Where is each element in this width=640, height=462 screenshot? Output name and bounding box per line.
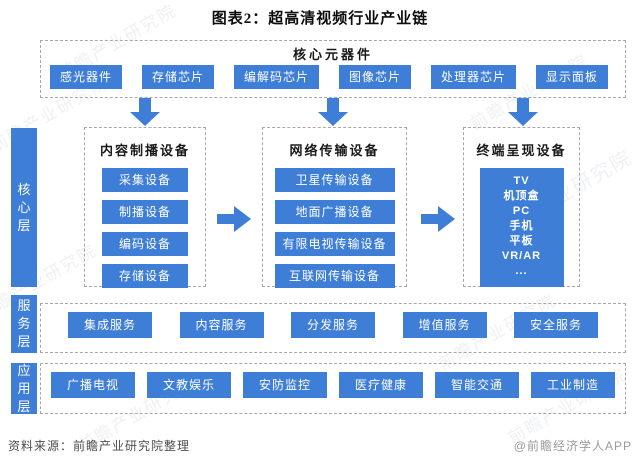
- application-layer-row: 广播电视 文教娱乐 安防监控 医疗健康 智能交通 工业制造: [40, 372, 626, 398]
- group-items: 采集设备 制播设备 编码设备 存储设备: [85, 168, 205, 288]
- right-arrow-icon: [421, 206, 455, 232]
- terminal-device-line: 手机: [509, 220, 534, 232]
- core-chip: 图像芯片: [338, 65, 411, 89]
- core-chip: 存储芯片: [141, 65, 214, 89]
- device-node: 有限电视传输设备: [274, 232, 395, 256]
- core-components-header: 核心元器件: [292, 47, 373, 62]
- device-node: 制播设备: [102, 200, 188, 224]
- service-node: 增值服务: [402, 312, 487, 338]
- group-network-transmission: 网络传输设备 卫星传输设备 地面广播设备 有限电视传输设备 互联网传输设备: [262, 127, 407, 288]
- service-layer-row: 集成服务 内容服务 分发服务 增值服务 安全服务: [40, 312, 626, 338]
- group-header: 内容制播设备: [99, 143, 190, 158]
- layer-bar-application: 应用层: [11, 363, 37, 414]
- service-node: 集成服务: [68, 312, 152, 338]
- device-node: 采集设备: [102, 168, 188, 192]
- application-node: 安防监控: [243, 372, 327, 398]
- right-arrow-icon: [217, 206, 251, 232]
- terminal-device-line: VR/AR: [501, 250, 542, 262]
- core-components-row: 感光器件 存储芯片 编解码芯片 图像芯片 处理器芯片 显示面板: [50, 65, 608, 89]
- terminal-device-line: TV: [513, 175, 530, 187]
- terminal-device-line: 平板: [509, 235, 534, 247]
- service-layer-box: [40, 303, 626, 353]
- core-chip: 处理器芯片: [430, 65, 516, 89]
- group-header: 网络传输设备: [289, 143, 380, 158]
- service-node: 安全服务: [514, 312, 598, 338]
- device-node: 卫星传输设备: [274, 168, 395, 192]
- application-node: 文教娱乐: [147, 372, 231, 398]
- terminal-device-line: ...: [515, 265, 528, 277]
- core-chip: 编解码芯片: [233, 65, 319, 89]
- group-items: 卫星传输设备 地面广播设备 有限电视传输设备 互联网传输设备: [263, 168, 406, 288]
- device-node: 存储设备: [102, 264, 188, 288]
- device-node: 地面广播设备: [274, 200, 395, 224]
- group-content-production: 内容制播设备 采集设备 制播设备 编码设备 存储设备: [84, 127, 206, 288]
- service-node: 内容服务: [179, 312, 264, 338]
- application-node: 智能交通: [435, 372, 519, 398]
- app-credit: @前瞻经济学人APP: [513, 439, 632, 453]
- down-arrow-icon: [508, 98, 538, 126]
- group-header: 终端呈现设备: [476, 143, 567, 158]
- layer-bar-core: 核心层: [11, 128, 37, 287]
- device-node: 互联网传输设备: [274, 264, 395, 288]
- core-chip: 感光器件: [50, 65, 123, 89]
- application-node: 广播电视: [51, 372, 135, 398]
- group-terminal-presentation: 终端呈现设备 TV 机顶盒 PC 手机 平板 VR/AR ...: [463, 127, 580, 287]
- core-chip: 显示面板: [535, 65, 608, 89]
- device-node: 编码设备: [102, 232, 188, 256]
- page-title: 图表2：超高清视频行业产业链: [211, 11, 429, 27]
- layer-label: 应用层: [17, 362, 31, 414]
- down-arrow-icon: [318, 98, 348, 126]
- application-layer-box: [40, 363, 626, 414]
- down-arrow-icon: [130, 98, 160, 126]
- layer-bar-service: 服务层: [11, 295, 37, 353]
- application-node: 医疗健康: [339, 372, 423, 398]
- application-node: 工业制造: [531, 372, 615, 398]
- terminal-device-line: PC: [512, 205, 531, 217]
- layer-label: 服务层: [17, 298, 31, 349]
- core-components-box: [40, 40, 626, 98]
- service-node: 分发服务: [291, 312, 375, 338]
- terminal-device-line: 机顶盒: [503, 190, 540, 202]
- terminal-devices-box: TV 机顶盒 PC 手机 平板 VR/AR ...: [479, 168, 564, 287]
- layer-label: 核心层: [17, 181, 31, 233]
- source-note: 资料来源：前瞻产业研究院整理: [8, 439, 191, 453]
